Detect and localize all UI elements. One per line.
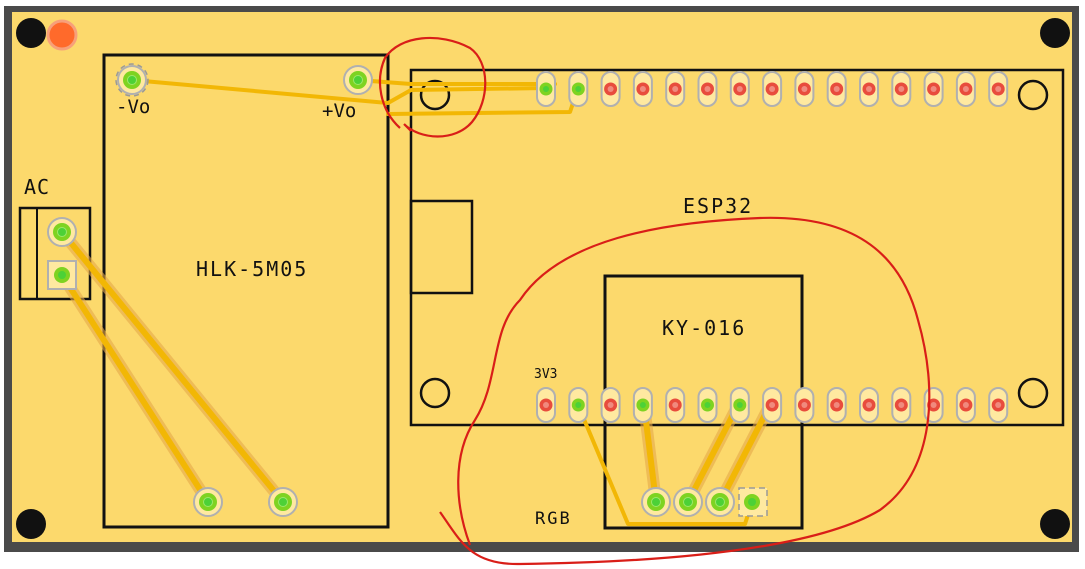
pin-3v3-label: 3V3 bbox=[534, 367, 557, 382]
esp32-pin-top bbox=[955, 71, 976, 107]
ac-label: AC bbox=[24, 175, 50, 199]
esp32-pin-top bbox=[729, 71, 750, 107]
esp32-pin-top bbox=[794, 71, 815, 107]
minus-vo-label: -Vo bbox=[116, 96, 150, 118]
esp32-pin-bottom bbox=[536, 387, 556, 423]
esp32-pin-bottom bbox=[632, 387, 653, 423]
esp32-pin-bottom bbox=[665, 387, 686, 423]
hlk-pads bbox=[115, 63, 373, 517]
trace-ac-1 bbox=[59, 229, 286, 505]
hlk-pad-ac-1 bbox=[193, 487, 223, 517]
esp32-pin-top bbox=[665, 71, 686, 107]
esp32-usb-connector bbox=[409, 199, 474, 295]
esp32-pin-top bbox=[568, 71, 589, 107]
trace-ac-2 bbox=[59, 272, 211, 505]
mount-hole-icon bbox=[1040, 18, 1070, 48]
esp32-pin-bottom bbox=[697, 387, 718, 423]
esp32-pin-bottom bbox=[955, 387, 976, 423]
ac-pad-1 bbox=[47, 217, 77, 247]
hlk-pad-ac-2 bbox=[268, 487, 298, 517]
esp32-pin-top bbox=[859, 71, 879, 107]
esp32-pin-top bbox=[536, 71, 556, 107]
esp32-pin-top bbox=[762, 71, 783, 107]
trace-ky-3 bbox=[717, 402, 773, 505]
ky016-pad bbox=[673, 487, 703, 517]
ac-pad-2 bbox=[47, 260, 77, 290]
ac-connector-outline bbox=[18, 206, 92, 301]
esp32-pin-bottom bbox=[600, 387, 621, 423]
hlk-pad-minus-vo bbox=[117, 65, 147, 95]
mount-hole-icon bbox=[16, 18, 46, 48]
mount-hole-icon bbox=[16, 509, 46, 539]
mount-hole-icon bbox=[1040, 509, 1070, 539]
mount-hole-icon bbox=[419, 377, 451, 409]
ky016-pads bbox=[641, 487, 768, 517]
mount-hole-icon bbox=[1017, 79, 1049, 111]
trace-plus-vo bbox=[356, 78, 557, 86]
ac-pads bbox=[47, 217, 77, 290]
esp32-label: ESP32 bbox=[683, 194, 753, 218]
esp32-pin-bottom bbox=[891, 387, 912, 423]
esp32-pin-top bbox=[923, 71, 944, 107]
esp32-pin-bottom bbox=[826, 387, 847, 423]
esp32-pin-top bbox=[697, 71, 718, 107]
ky016-pad bbox=[705, 487, 735, 517]
mount-hole-icon bbox=[419, 79, 451, 111]
trace-minus-vo bbox=[130, 78, 548, 105]
hlk-pad-plus-vo bbox=[343, 65, 373, 95]
esp32-pin-top bbox=[891, 71, 912, 107]
markup-circle-ky016 bbox=[439, 216, 931, 566]
esp32-pin-bottom bbox=[729, 387, 750, 423]
esp32-pin-headers bbox=[536, 71, 1009, 423]
markup-circle-vo bbox=[378, 36, 487, 138]
fiducial-icon bbox=[46, 19, 78, 51]
ky016-label: KY-016 bbox=[662, 316, 746, 340]
esp32-pin-top bbox=[826, 71, 847, 107]
esp32-pin-top bbox=[988, 71, 1009, 107]
esp32-pin-bottom bbox=[762, 387, 783, 423]
mount-hole-icon bbox=[1017, 377, 1049, 409]
esp32-pin-bottom bbox=[794, 387, 815, 423]
plus-vo-label: +Vo bbox=[322, 100, 356, 122]
traces bbox=[56, 78, 776, 526]
esp32-pin-bottom bbox=[568, 387, 589, 423]
trace-ky-2 bbox=[685, 402, 741, 505]
hlk-module-label: HLK-5M05 bbox=[196, 257, 308, 281]
esp32-pin-bottom bbox=[988, 387, 1009, 423]
ky016-pad-square bbox=[738, 487, 768, 517]
esp32-pin-top bbox=[632, 71, 653, 107]
esp32-pin-top bbox=[600, 71, 621, 107]
esp32-pin-bottom bbox=[859, 387, 879, 423]
ky016-pad bbox=[641, 487, 671, 517]
rgb-label: RGB bbox=[535, 509, 572, 529]
